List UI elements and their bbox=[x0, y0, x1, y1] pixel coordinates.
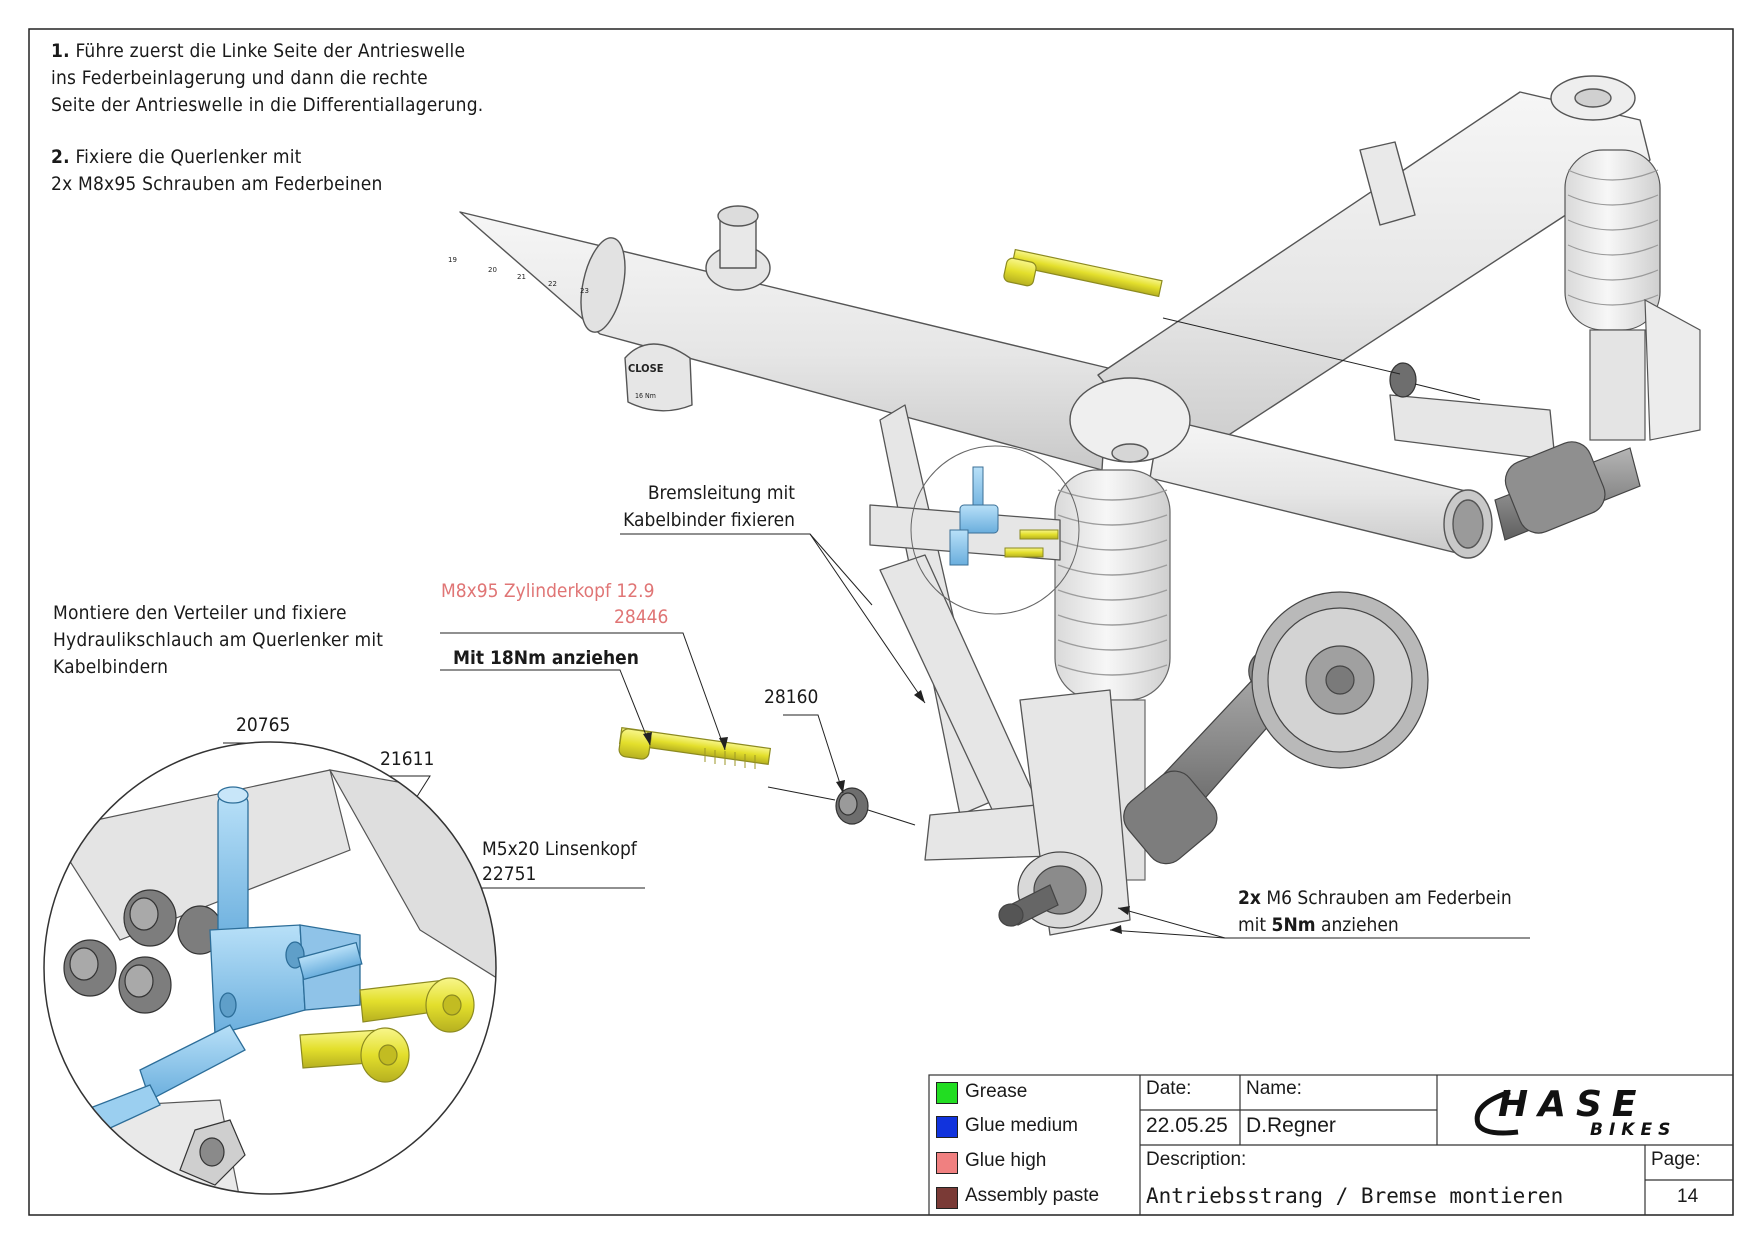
step2-line: 2x M8x95 Schrauben am Federbeinen bbox=[51, 173, 383, 195]
legend-swatch-glue-high bbox=[936, 1152, 958, 1174]
sprocket bbox=[1251, 591, 1429, 769]
step2-line: Fixiere die Querlenker mit bbox=[75, 146, 302, 168]
m6-torque: 5Nm bbox=[1271, 914, 1316, 936]
clamp-torque: 16 Nm bbox=[635, 392, 656, 400]
scale-mark: 19 bbox=[448, 256, 457, 264]
detail-view bbox=[44, 742, 496, 1194]
clamp-label: CLOSE bbox=[628, 362, 664, 375]
description-value: Antriebsstrang / Bremse montieren bbox=[1146, 1184, 1564, 1208]
step1-text: 1. Führe zuerst die Linke Seite der Antr… bbox=[51, 38, 483, 119]
step2-text: 2. Fixiere die Querlenker mit 2x M8x95 S… bbox=[51, 144, 383, 198]
brake-line-label: Kabelbinder fixieren bbox=[623, 509, 795, 531]
axis-lines bbox=[767, 317, 1481, 826]
m5-bolts bbox=[299, 977, 475, 1083]
step1-line: Seite der Antrieswelle in die Differenti… bbox=[51, 94, 484, 116]
legend-swatch-assembly-paste bbox=[936, 1187, 958, 1209]
m6-callout: 2x M6 Schrauben am Federbein mit 5Nm anz… bbox=[1238, 885, 1512, 939]
date-label: Date: bbox=[1146, 1078, 1192, 1099]
tube-scale: 19 20 21 22 23 bbox=[448, 256, 589, 295]
description-label: Description: bbox=[1146, 1149, 1247, 1170]
nut-28160 bbox=[835, 787, 869, 825]
distributor-line: Hydraulikschlauch am Querlenker mit bbox=[53, 629, 384, 651]
m6-tighten: anziehen bbox=[1321, 914, 1399, 936]
distributor-line: Montiere den Verteiler und fixiere bbox=[53, 602, 347, 624]
step2-number: 2. bbox=[51, 146, 70, 168]
name-label: Name: bbox=[1246, 1078, 1302, 1099]
page-number: 14 bbox=[1677, 1186, 1699, 1207]
name-value: D.Regner bbox=[1246, 1114, 1336, 1137]
legend-label: Glue high bbox=[965, 1150, 1047, 1171]
step1-number: 1. bbox=[51, 40, 70, 62]
logo-text: HASE bbox=[1498, 1084, 1647, 1125]
m6-text: M6 Schrauben am Federbein bbox=[1266, 887, 1512, 909]
drive-shaft-right bbox=[1494, 441, 1641, 541]
m5-number-label: 22751 bbox=[482, 863, 537, 885]
nut-upper bbox=[1389, 362, 1417, 398]
legend-swatch-grease bbox=[936, 1082, 958, 1104]
logo-subtext: BIKES bbox=[1590, 1120, 1677, 1140]
detail-zone bbox=[910, 445, 1080, 615]
scale-mark: 20 bbox=[488, 266, 497, 274]
part-21611-label: 21611 bbox=[380, 748, 435, 770]
main-tube bbox=[459, 211, 1109, 471]
torque-note: Mit 18Nm anziehen bbox=[453, 647, 639, 669]
legend-label: Glue medium bbox=[965, 1115, 1078, 1136]
legend-label: Grease bbox=[965, 1081, 1028, 1102]
scale-mark: 22 bbox=[548, 280, 557, 288]
frame bbox=[459, 75, 1651, 559]
legend-label: Assembly paste bbox=[965, 1185, 1100, 1206]
page-label: Page: bbox=[1651, 1149, 1701, 1170]
wheel-hub bbox=[998, 851, 1103, 929]
step1-line: Führe zuerst die Linke Seite der Antries… bbox=[75, 40, 466, 62]
distributor-instruction: Montiere den Verteiler und fixiere Hydra… bbox=[53, 600, 383, 681]
m6-with: mit bbox=[1238, 914, 1267, 936]
upper-bolt bbox=[1003, 248, 1163, 298]
brake-line-callout: Bremsleitung mit Kabelbinder fixieren bbox=[620, 480, 795, 534]
scale-mark: 21 bbox=[517, 273, 526, 281]
rear-shock bbox=[1564, 149, 1701, 441]
screw-number-label: 28446 bbox=[614, 606, 669, 628]
part-20765-label: 20765 bbox=[236, 714, 291, 736]
logo-swoosh bbox=[1474, 1089, 1519, 1136]
distributor-line: Kabelbindern bbox=[53, 656, 169, 678]
date-value: 22.05.25 bbox=[1146, 1114, 1228, 1137]
legend-swatch-glue-medium bbox=[936, 1116, 958, 1138]
hase-bikes-logo: HASE BIKES bbox=[1470, 1084, 1710, 1140]
control-arms bbox=[869, 394, 1556, 936]
nut-number-label: 28160 bbox=[764, 686, 819, 708]
m6-prefix: 2x bbox=[1238, 887, 1261, 909]
sheet-border bbox=[28, 28, 1734, 1216]
m5-name-label: M5x20 Linsenkopf bbox=[482, 838, 637, 860]
distributor-20765 bbox=[84, 786, 363, 1136]
detail-view-border bbox=[43, 741, 497, 1195]
scale-mark: 23 bbox=[580, 287, 589, 295]
screw-name-label: M8x95 Zylinderkopf 12.9 bbox=[441, 580, 655, 602]
step1-line: ins Federbeinlagerung und dann die recht… bbox=[51, 67, 428, 89]
brake-line-label: Bremsleitung mit bbox=[647, 482, 795, 504]
small-distributor bbox=[949, 466, 999, 566]
m8-screw bbox=[618, 726, 772, 769]
small-bolts bbox=[1004, 529, 1059, 558]
